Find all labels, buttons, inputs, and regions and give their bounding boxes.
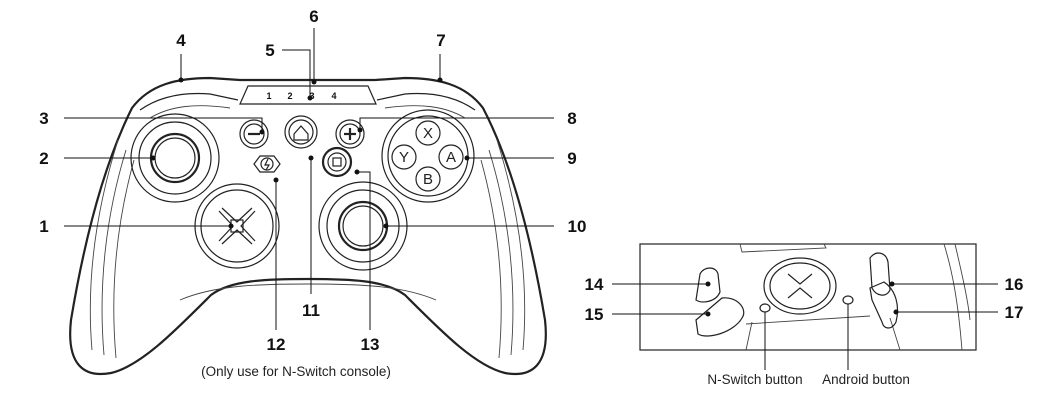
home-icon xyxy=(293,125,309,141)
callout-17: 17 xyxy=(1005,303,1024,322)
y-button[interactable]: Y xyxy=(391,144,417,170)
n-switch-button[interactable] xyxy=(759,303,771,313)
inset-frame xyxy=(639,243,977,351)
callout-11: 11 xyxy=(302,301,320,320)
left-shoulder-contour xyxy=(139,92,239,111)
callout-7: 7 xyxy=(436,31,445,50)
bottom-contour xyxy=(179,283,437,301)
a-button[interactable]: A xyxy=(438,144,464,170)
callout-13: 13 xyxy=(361,335,380,354)
home-button[interactable] xyxy=(284,115,318,149)
left-grip-line xyxy=(101,149,127,356)
callout-5: 5 xyxy=(265,41,274,60)
callout-14: 14 xyxy=(585,275,604,294)
right-grip-line xyxy=(480,159,502,359)
callout-6: 6 xyxy=(309,7,318,26)
inset-callout-leaders xyxy=(612,281,998,370)
svg-text:A: A xyxy=(446,149,456,166)
led-label-1: 1 xyxy=(266,91,271,101)
right-grip-line xyxy=(496,139,526,351)
led-indicator-strip xyxy=(239,85,377,105)
callout-8: 8 xyxy=(567,109,576,128)
x-button[interactable]: X xyxy=(415,120,441,146)
controller-main-view: 1 2 3 4 xyxy=(39,7,586,379)
left-grip-line xyxy=(89,139,119,351)
right-grip-line xyxy=(488,149,514,356)
inset-left-bumper[interactable] xyxy=(695,267,721,303)
callout-3: 3 xyxy=(39,109,48,128)
b-button[interactable]: B xyxy=(415,166,441,192)
controller-top-inset: 14 15 16 17 N-Switch button Android butt… xyxy=(585,243,1024,387)
right-shoulder-contour xyxy=(376,92,476,111)
plus-button[interactable] xyxy=(335,119,365,149)
led-label-2: 2 xyxy=(287,91,292,101)
svg-text:Y: Y xyxy=(399,149,409,166)
inset-right-edge xyxy=(889,317,901,351)
svg-text:X: X xyxy=(423,125,433,142)
callout-15: 15 xyxy=(585,305,604,324)
android-button-caption: Android button xyxy=(822,372,910,387)
left-grip-line xyxy=(113,159,135,359)
callout-2: 2 xyxy=(39,149,48,168)
capture-button[interactable] xyxy=(321,146,353,178)
inset-left-trigger[interactable] xyxy=(695,297,745,337)
switch-only-caption: (Only use for N-Switch console) xyxy=(201,364,391,379)
inset-left-edge xyxy=(745,321,753,351)
inset-right-bumper[interactable] xyxy=(869,252,891,296)
inset-side-contour xyxy=(943,243,971,351)
left-shoulder-line xyxy=(149,105,231,119)
callout-12: 12 xyxy=(267,335,286,354)
lightning-icon xyxy=(264,158,271,171)
minus-button[interactable] xyxy=(239,119,269,149)
controller-body-outline xyxy=(69,76,547,376)
android-button[interactable] xyxy=(842,295,854,305)
svg-text:B: B xyxy=(423,171,433,188)
n-switch-button-caption: N-Switch button xyxy=(707,372,802,387)
inset-right-trigger[interactable] xyxy=(869,281,899,329)
inset-top-ridge xyxy=(739,243,827,253)
turbo-button[interactable] xyxy=(253,155,281,173)
callout-10: 10 xyxy=(568,217,587,236)
callout-9: 9 xyxy=(567,149,576,168)
inset-body-line xyxy=(745,315,871,325)
led-label-4: 4 xyxy=(331,91,336,101)
callout-4: 4 xyxy=(176,31,186,50)
callout-16: 16 xyxy=(1005,275,1024,294)
callout-leaders xyxy=(64,28,554,330)
inset-dpad-disc xyxy=(763,257,837,315)
led-label-3: 3 xyxy=(309,91,314,101)
callout-1: 1 xyxy=(39,217,48,236)
face-buttons-cluster xyxy=(381,109,475,203)
right-shoulder-line xyxy=(384,105,466,119)
